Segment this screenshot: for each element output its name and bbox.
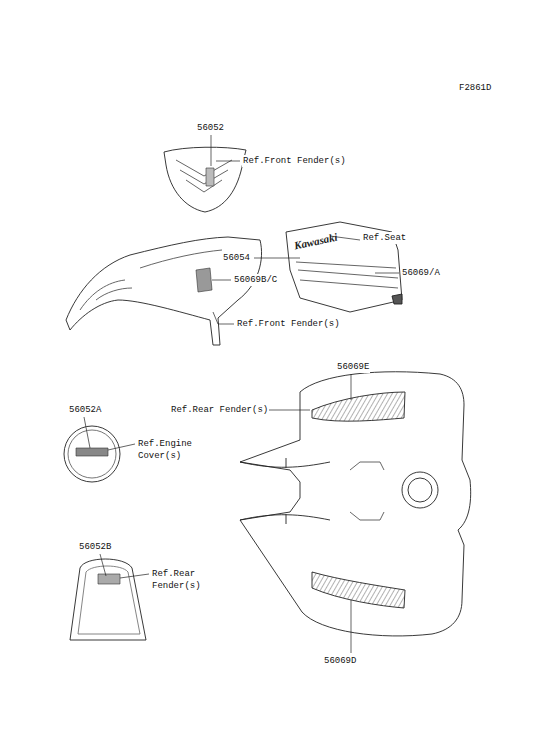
leader-line [375, 273, 399, 274]
decal-56069d [312, 572, 405, 608]
figure-code: F2861D [458, 82, 492, 94]
leader-line [351, 600, 352, 653]
callout-number: 56052B [78, 541, 112, 553]
leader-line [211, 135, 212, 166]
callout-number: 56054 [222, 252, 251, 264]
callout-number: 56052 [196, 122, 225, 134]
leader-line [120, 574, 149, 578]
front-fender-side [66, 237, 262, 345]
reference-note: Ref.Seat [362, 232, 407, 244]
decal-56052 [206, 168, 214, 186]
reference-note: Ref.Rear Fender(s) [151, 568, 209, 592]
rear-fender-ridge [350, 462, 384, 520]
fender-stripe [176, 160, 232, 192]
rear-fender-small [70, 559, 146, 640]
engine-cover-rim [68, 430, 116, 478]
panel-stripe [296, 262, 398, 288]
leader-line [213, 312, 234, 324]
callout-number: 56069B/C [233, 274, 278, 286]
brand-mark: Kawasaki [292, 230, 340, 251]
decal-56052a [76, 448, 108, 456]
rear-fender-hole-inner [408, 478, 432, 502]
fender-stripe [80, 250, 222, 310]
callout-number: 56069D [323, 655, 357, 667]
reference-note: Ref.Engine Cover(s) [137, 438, 199, 462]
callout-number: 56069/A [401, 267, 441, 279]
leader-line [100, 554, 106, 576]
callout-number: 56052A [68, 404, 102, 416]
front-fender-top [164, 147, 246, 212]
rear-fender [240, 372, 471, 636]
rear-fender-hole [402, 472, 438, 508]
leader-line [266, 410, 310, 411]
engine-cover [64, 426, 120, 482]
leader-line [212, 280, 231, 281]
decal-56052b [98, 574, 120, 584]
decal-56069e [312, 392, 405, 421]
leader-line [254, 258, 300, 259]
panel-mark [392, 294, 402, 304]
leader-line [84, 417, 90, 448]
leader-line [108, 444, 135, 450]
leader-line [351, 374, 352, 400]
leader-line [216, 161, 240, 162]
reference-note: Ref.Rear Fender(s) [170, 404, 269, 416]
reference-note: Ref.Front Fender(s) [242, 155, 347, 167]
callout-number: 56069E [336, 361, 370, 373]
decal-56069bc [196, 268, 212, 292]
rear-fender-arm [240, 458, 330, 524]
reference-note: Ref.Front Fender(s) [236, 318, 341, 330]
